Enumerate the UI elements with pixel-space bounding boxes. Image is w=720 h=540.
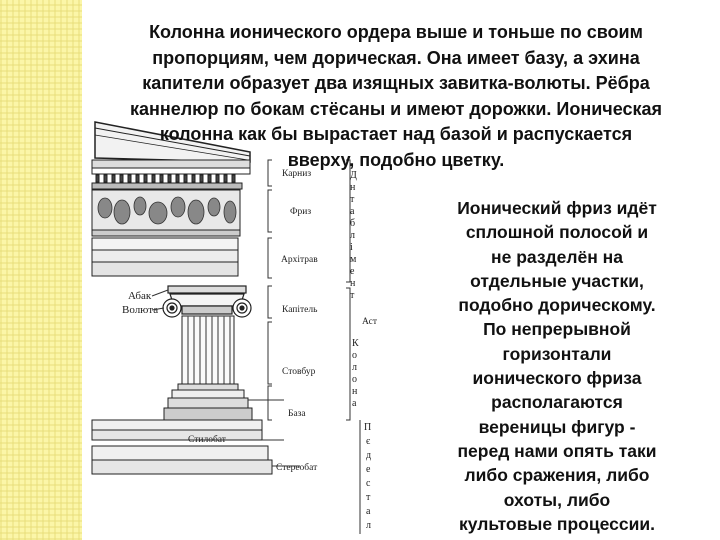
stereobate: [91, 445, 273, 475]
svg-text:м: м: [350, 254, 357, 265]
svg-text:е: е: [366, 464, 371, 475]
stylobate: [91, 419, 263, 441]
svg-text:о: о: [352, 374, 357, 385]
svg-text:і: і: [350, 242, 353, 253]
frieze-line: охоты, либо: [503, 489, 611, 510]
svg-text:д: д: [366, 450, 371, 461]
frieze-line: Ионический фриз идёт: [457, 198, 657, 218]
intro-line: колонна как бы вырастает над базой и рас…: [159, 124, 633, 144]
label-abak: Абак: [128, 290, 152, 302]
svg-text:с: с: [366, 478, 371, 489]
cornice: [91, 159, 251, 190]
architrave: [91, 237, 239, 277]
frieze-line: вереницы фигур -: [478, 416, 636, 437]
svg-text:П: П: [364, 422, 371, 433]
frieze-line: перед нами опять таки: [457, 440, 657, 461]
frieze-line: отдельные участки,: [470, 270, 644, 291]
frieze-line: ионического фриза: [472, 368, 642, 389]
frieze-line: По непрерывной: [483, 319, 631, 340]
svg-text:т: т: [350, 194, 355, 205]
frieze-paragraph: Ионический фриз идёт сплошной полосой и …: [426, 196, 688, 536]
intro-line: пропорциям, чем дорическая. Она имеет ба…: [152, 47, 640, 68]
svg-text:т: т: [350, 290, 355, 301]
brackets: [248, 159, 351, 467]
capital: [162, 285, 252, 318]
svg-text:є: є: [366, 436, 371, 447]
svg-text:н: н: [352, 386, 358, 397]
intro-line: каннелюр по бокам стёсаны и имеют дорожк…: [129, 98, 663, 119]
svg-text:б: б: [350, 218, 355, 229]
svg-text:л: л: [366, 520, 371, 531]
label-arkhitrav: Архітрав: [281, 255, 318, 265]
frieze-line: не разделён на: [491, 246, 623, 267]
frieze-line: располагаются: [491, 392, 623, 413]
svg-text:н: н: [350, 278, 356, 289]
label-stovbur: Стовбур: [282, 366, 316, 377]
svg-text:е: е: [350, 266, 355, 277]
label-stilobat: Стилобат: [188, 434, 227, 445]
svg-text:а: а: [352, 398, 357, 409]
label-voluta: Волюта: [122, 304, 158, 316]
label-stereobat: Стереобат: [276, 462, 318, 473]
label-friz: Фриз: [290, 207, 311, 217]
svg-text:л: л: [352, 362, 357, 373]
column-shaft: [181, 315, 235, 385]
frieze-line: культовые процессии.: [459, 513, 655, 534]
vertical-kolona: К о л о н а: [352, 338, 359, 409]
frieze-line: горизонтали: [502, 343, 612, 364]
column-base: [163, 383, 253, 421]
intro-line: Колонна ионического ордера выше и тоньше…: [149, 22, 643, 42]
decorative-side-stripe: [0, 0, 82, 540]
vertical-antablement: Д н т а б л і м е н т: [350, 170, 357, 301]
intro-paragraph: Колонна ионического ордера выше и тоньше…: [92, 20, 700, 173]
frieze-line: сплошной полосой и: [465, 222, 649, 243]
svg-text:н: н: [350, 182, 356, 193]
label-kapitel: Капітель: [282, 305, 318, 315]
vertical-bottom: П є д е с т а л: [359, 420, 371, 534]
svg-text:К: К: [352, 338, 359, 349]
svg-text:т: т: [366, 492, 371, 503]
frieze-line: подобно дорическому.: [458, 295, 656, 316]
svg-text:л: л: [350, 230, 355, 241]
svg-text:а: а: [366, 506, 371, 517]
intro-line: вверху, подобно цветку.: [287, 149, 505, 170]
svg-text:Д: Д: [350, 170, 357, 181]
frieze: [91, 189, 241, 237]
svg-text:а: а: [350, 206, 355, 217]
label-baza: База: [288, 409, 306, 419]
frieze-line: либо сражения, либо: [464, 465, 650, 486]
intro-line: капители образует два изящных завитка-во…: [142, 73, 650, 93]
label-karniz: Карниз: [282, 169, 311, 179]
svg-text:о: о: [352, 350, 357, 361]
label-ast: Аст: [362, 317, 378, 327]
